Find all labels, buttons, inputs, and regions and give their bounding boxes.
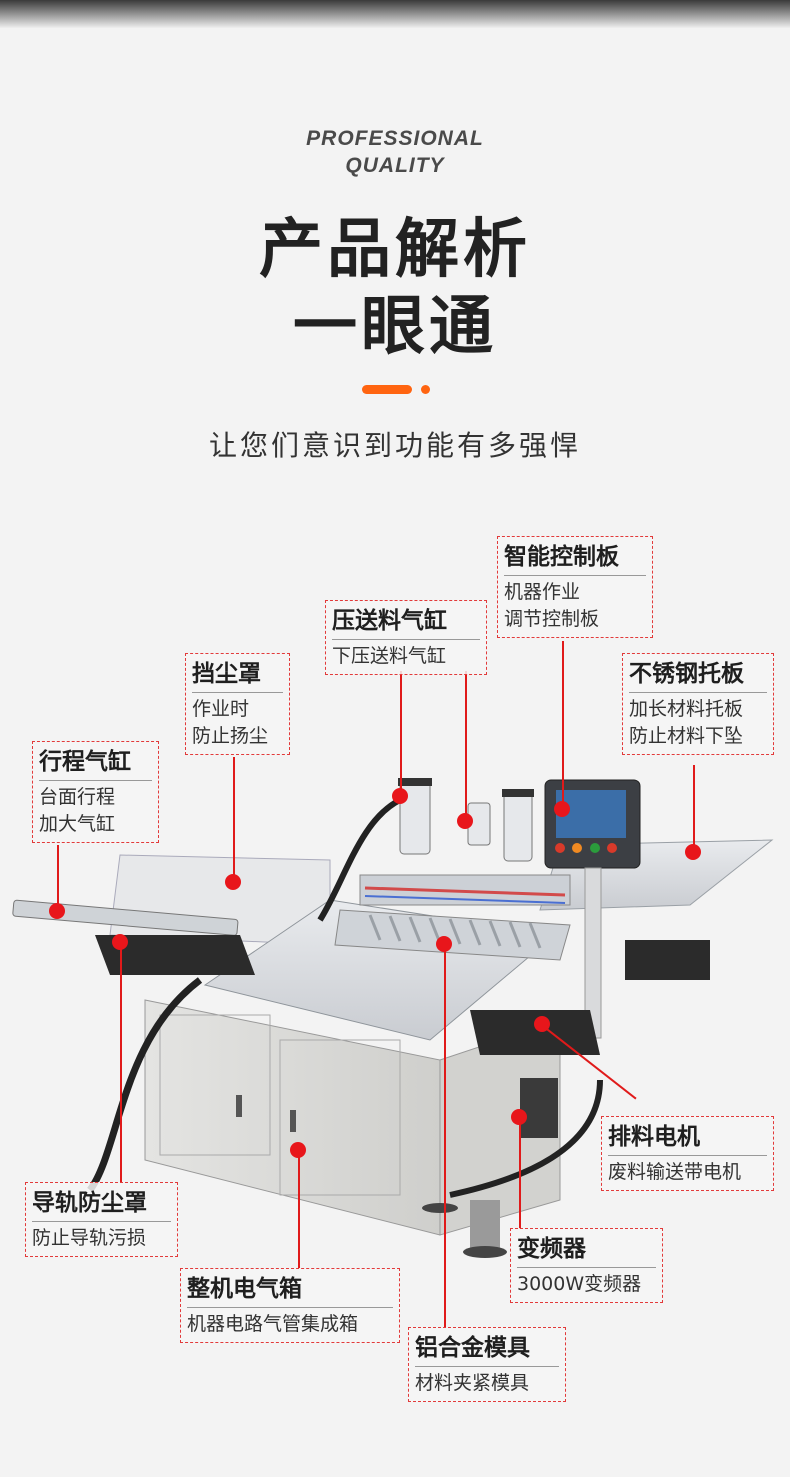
callout-line: 材料夹紧模具 <box>415 1372 530 1394</box>
leader-stroke-cylinder <box>57 845 59 911</box>
callout-steel-plate: 不锈钢托板 加长材料托板 防止材料下坠 <box>622 653 774 755</box>
leader-control <box>562 641 564 809</box>
callout-control: 智能控制板 机器作业 调节控制板 <box>497 536 653 638</box>
callout-line: 防止材料下坠 <box>629 725 744 747</box>
callout-feed-cylinder: 压送料气缸 下压送料气缸 <box>325 600 487 675</box>
marker-discharge-motor <box>534 1016 550 1032</box>
leader-inverter <box>519 1117 521 1229</box>
marker-inverter <box>511 1109 527 1125</box>
page-title-line-1: 产品解析 <box>259 213 531 287</box>
machine-illustration <box>12 778 774 1258</box>
marker-feed-cylinder-2 <box>457 813 473 829</box>
callout-electric-box: 整机电气箱 机器电路气管集成箱 <box>180 1268 400 1343</box>
callout-title: 变频器 <box>517 1234 656 1268</box>
leader-electric-box <box>298 1150 300 1268</box>
callout-line: 加大气缸 <box>39 813 116 835</box>
callout-line: 防止导轨污损 <box>32 1227 147 1249</box>
accent-bar <box>362 385 412 394</box>
callout-title: 压送料气缸 <box>332 606 480 640</box>
callout-line: 台面行程 <box>39 786 116 808</box>
callout-mold: 铝合金模具 材料夹紧模具 <box>408 1327 566 1402</box>
page-title-line-2: 一眼通 <box>293 290 497 364</box>
marker-dust-cover <box>225 874 241 890</box>
callout-title: 导轨防尘罩 <box>32 1188 171 1222</box>
page-subtitle: 让您们意识到功能有多强悍 <box>208 429 581 462</box>
callout-line: 调节控制板 <box>504 608 600 630</box>
callout-title: 行程气缸 <box>39 747 152 781</box>
callout-title: 整机电气箱 <box>187 1274 393 1308</box>
leader-dust-cover <box>233 757 235 882</box>
leader-rail-cover <box>120 942 122 1182</box>
eyebrow-line-1: PROFESSIONAL <box>306 127 484 150</box>
marker-control <box>554 801 570 817</box>
leader-feed-cylinder-2 <box>465 671 467 821</box>
callout-title: 不锈钢托板 <box>629 659 767 693</box>
leader-steel-plate <box>693 765 695 852</box>
marker-mold <box>436 936 452 952</box>
callout-title: 智能控制板 <box>504 542 646 576</box>
callout-line: 下压送料气缸 <box>332 645 447 667</box>
callout-inverter: 变频器 3000W变频器 <box>510 1228 663 1303</box>
callout-discharge-motor: 排料电机 废料输送带电机 <box>601 1116 774 1191</box>
callout-line: 加长材料托板 <box>629 698 744 720</box>
callout-title: 铝合金模具 <box>415 1333 559 1367</box>
marker-rail-cover <box>112 934 128 950</box>
marker-feed-cylinder-1 <box>392 788 408 804</box>
leader-feed-cylinder-1 <box>400 671 402 796</box>
marker-stroke-cylinder <box>49 903 65 919</box>
callout-line: 机器作业 <box>504 581 581 603</box>
top-shade <box>0 0 790 28</box>
callout-line: 3000W变频器 <box>517 1273 642 1295</box>
callout-title: 挡尘罩 <box>192 659 283 693</box>
callout-stroke-cylinder: 行程气缸 台面行程 加大气缸 <box>32 741 159 843</box>
marker-electric-box <box>290 1142 306 1158</box>
callout-title: 排料电机 <box>608 1122 767 1156</box>
callout-line: 废料输送带电机 <box>608 1161 742 1183</box>
callout-dust-cover: 挡尘罩 作业时 防止扬尘 <box>185 653 290 755</box>
callout-line: 防止扬尘 <box>192 725 269 747</box>
accent-dot <box>421 385 430 394</box>
callout-line: 作业时 <box>192 698 250 720</box>
callout-line: 机器电路气管集成箱 <box>187 1313 359 1335</box>
eyebrow-line-2: QUALITY <box>345 154 445 177</box>
leader-mold <box>444 944 446 1328</box>
marker-steel-plate <box>685 844 701 860</box>
callout-rail-cover: 导轨防尘罩 防止导轨污损 <box>25 1182 178 1257</box>
